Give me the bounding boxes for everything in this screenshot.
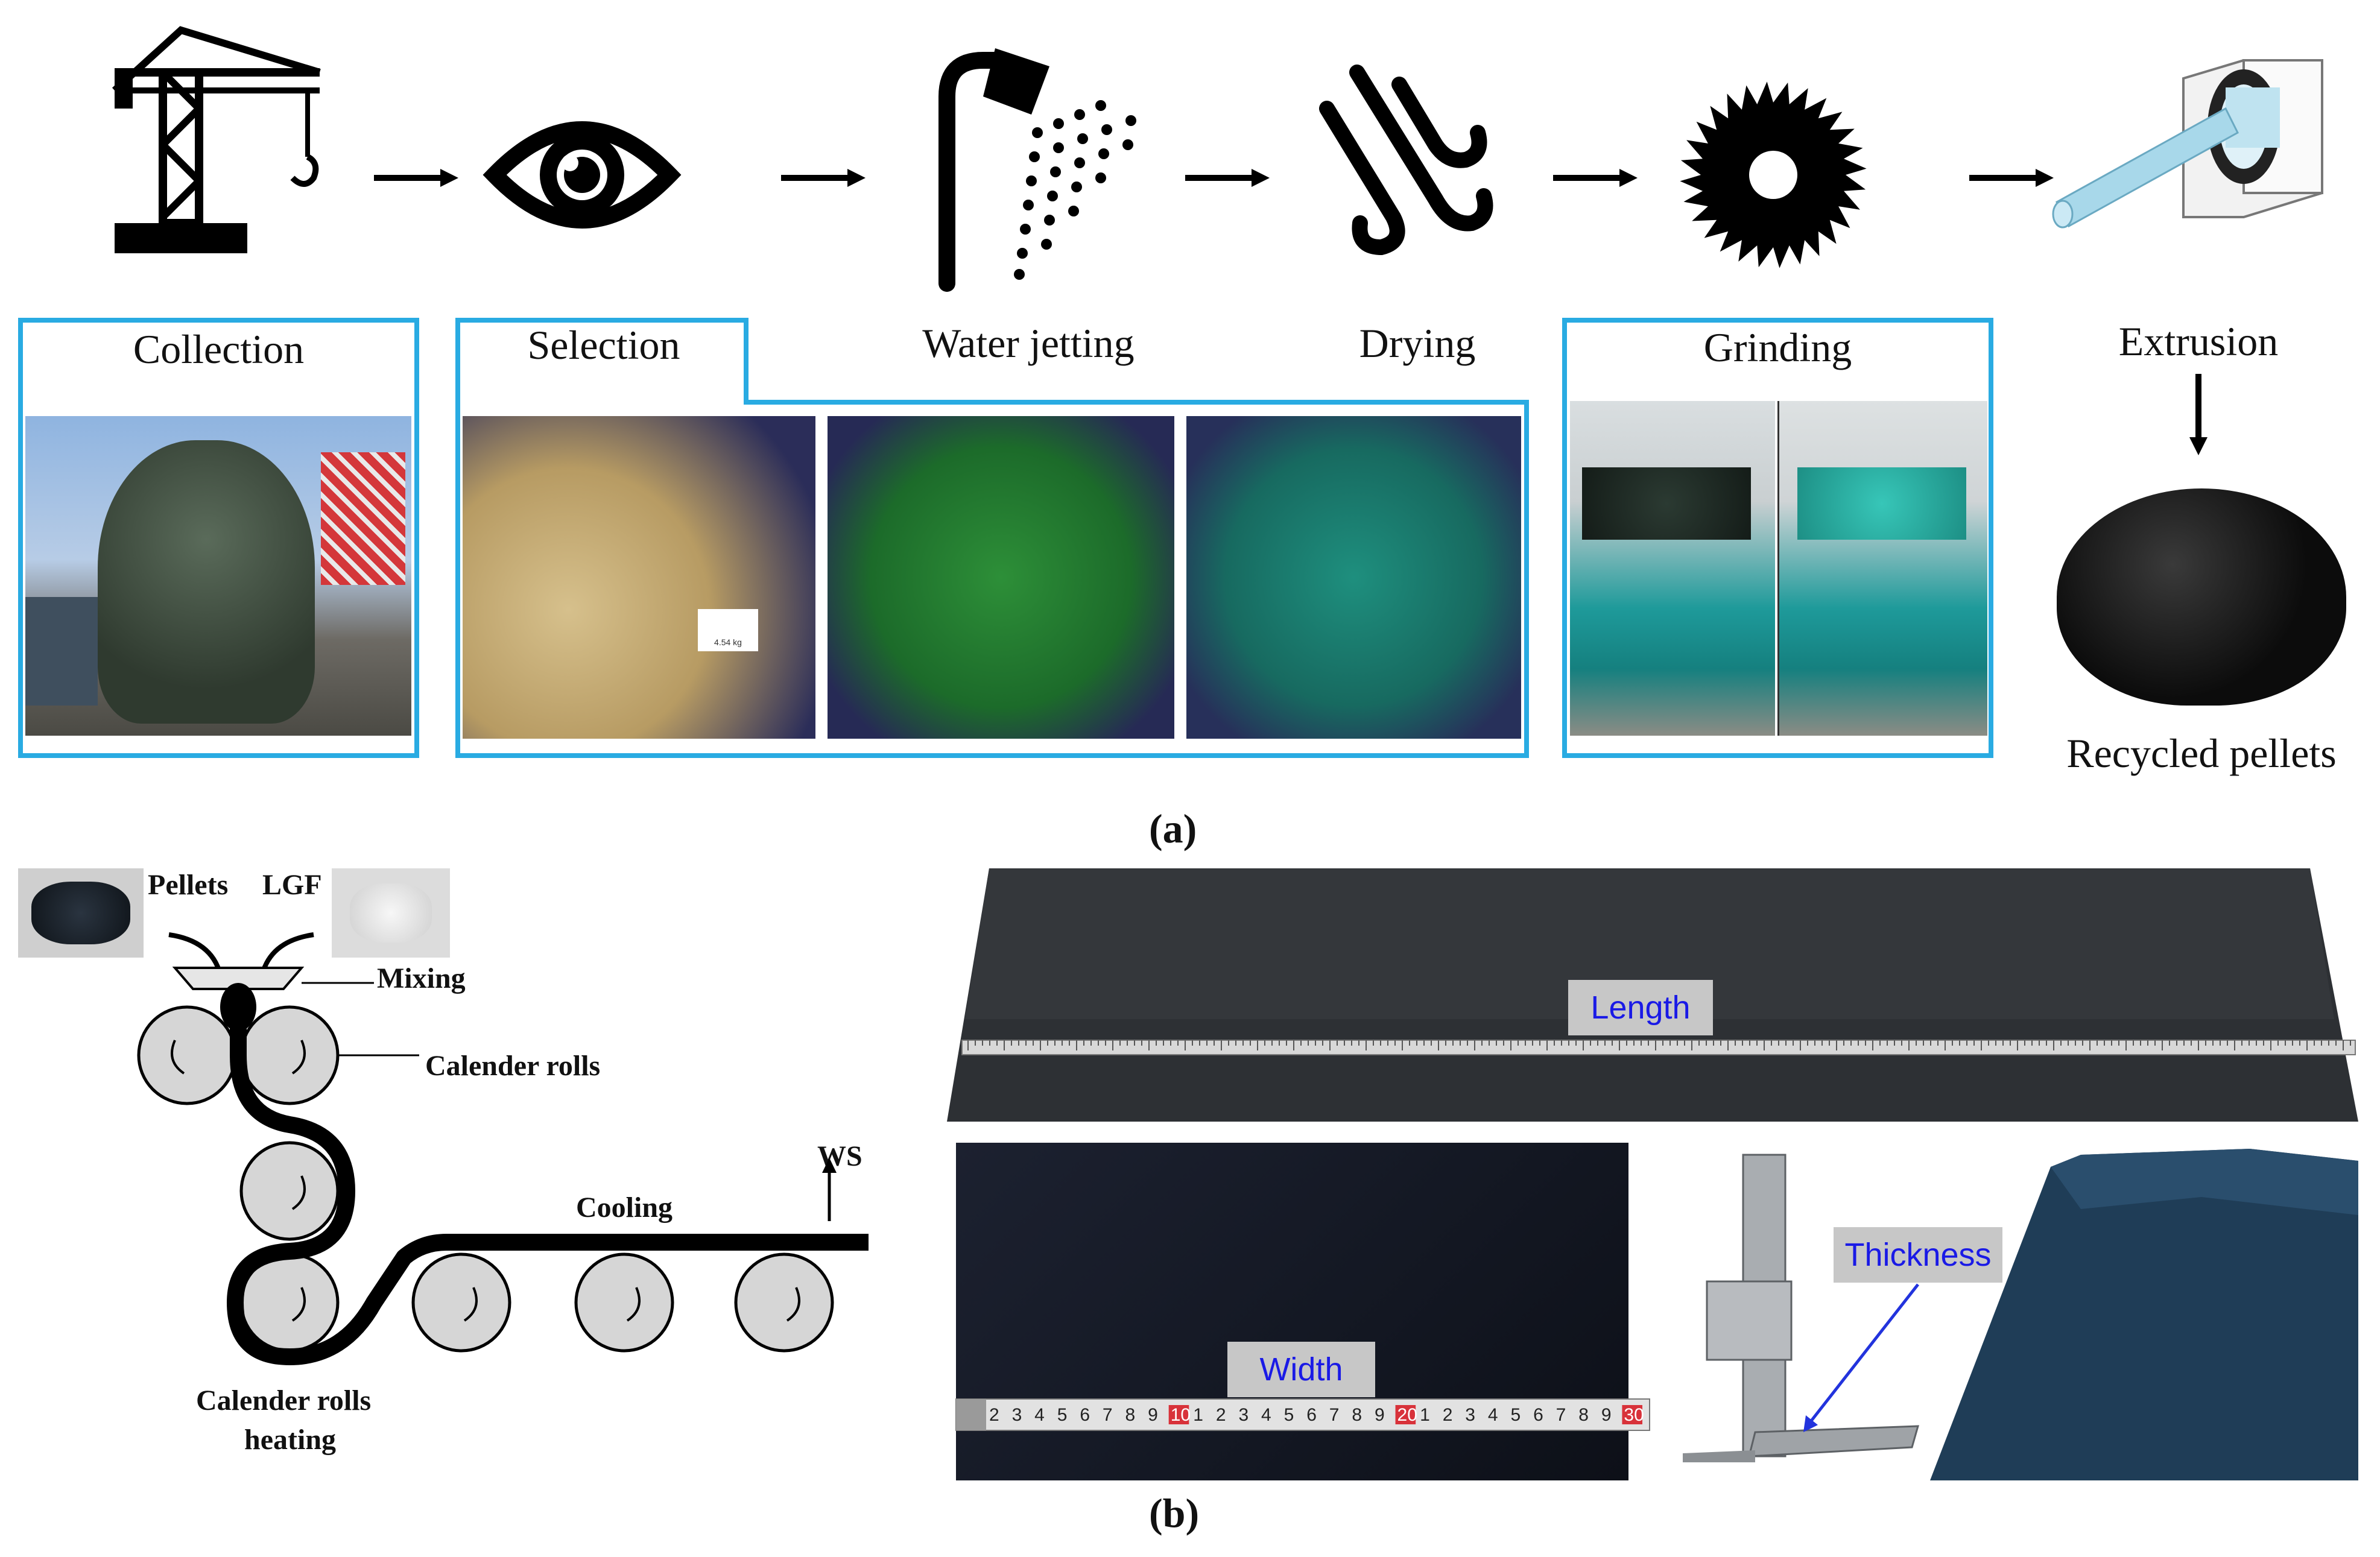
- ruler-number: 5: [1510, 1405, 1521, 1425]
- collection-box: [18, 318, 419, 758]
- ruler-number: 8: [1578, 1405, 1589, 1425]
- grinding-photo-right: [1777, 401, 1987, 736]
- water-jetting-label: Water jetting: [922, 320, 1135, 366]
- shower-icon: [938, 48, 1136, 292]
- saw-blade-icon: [1680, 81, 1867, 268]
- ws-label: WS: [817, 1140, 862, 1172]
- ruler-number: 6: [1533, 1405, 1543, 1425]
- ruler-number: 1: [1193, 1405, 1203, 1425]
- panel-b-label: (b): [1149, 1490, 1200, 1536]
- ruler-number: 7: [1103, 1405, 1113, 1425]
- selection-label: Selection: [527, 322, 680, 368]
- panel-a-label: (a): [1149, 806, 1197, 851]
- arrow-right-icon: [374, 169, 458, 187]
- selection-box: [455, 318, 1529, 758]
- ruler-number: 9: [1148, 1405, 1158, 1425]
- arrow-right-icon: [1553, 169, 1638, 187]
- ruler-number: 5: [1057, 1405, 1068, 1425]
- lgf-thumbnail: [332, 868, 450, 958]
- wind-icon: [1319, 65, 1493, 256]
- ruler-number: 7: [1556, 1405, 1566, 1425]
- ruler-number: 3: [1238, 1405, 1249, 1425]
- collection-photo: [25, 416, 411, 736]
- weight-tag: 4.54 kg: [698, 609, 758, 651]
- calender-rolls-label: Calender rolls: [425, 1050, 601, 1082]
- arrow-down-icon: [2189, 374, 2208, 455]
- collection-label: Collection: [133, 326, 305, 372]
- ruler-number: 4: [1261, 1405, 1271, 1425]
- ruler-number: 3: [1012, 1405, 1022, 1425]
- ruler-number: 6: [1306, 1405, 1317, 1425]
- ruler-number: 8: [1352, 1405, 1362, 1425]
- ruler-number: 2: [989, 1405, 999, 1425]
- extruder-icon: [2052, 59, 2323, 229]
- calender-heating-label-2: heating: [244, 1424, 337, 1456]
- ruler-number: 2: [1216, 1405, 1226, 1425]
- roller: [137, 1005, 834, 1353]
- ruler-number: 30: [1624, 1405, 1644, 1425]
- ruler-number: 20: [1397, 1405, 1417, 1425]
- length-ruler: [961, 1040, 2356, 1055]
- mixing-label: Mixing: [377, 962, 466, 994]
- grinding-box: [1562, 318, 1993, 758]
- width-tag: Width: [1227, 1342, 1375, 1397]
- ruler-number: 7: [1329, 1405, 1340, 1425]
- arrow-right-icon: [1969, 169, 2054, 187]
- thickness-tag: Thickness: [1834, 1227, 2002, 1283]
- ruler-number: 3: [1465, 1405, 1475, 1425]
- recycled-pellets-label: Recycled pellets: [2066, 730, 2337, 776]
- ruler-number: 6: [1080, 1405, 1090, 1425]
- grinding-photo-left: [1570, 401, 1775, 736]
- ruler-number: 4: [1488, 1405, 1498, 1425]
- ruler-number: 4: [1034, 1405, 1045, 1425]
- ruler-number: 10: [1171, 1405, 1191, 1425]
- extrusion-label: Extrusion: [2118, 318, 2279, 364]
- selection-photo-beige-net: 4.54 kg: [463, 416, 815, 739]
- ruler-number: 9: [1601, 1405, 1612, 1425]
- arrow-right-icon: [1185, 169, 1270, 187]
- ruler-number: 9: [1375, 1405, 1385, 1425]
- recycled-pellets-photo: [2039, 464, 2364, 736]
- selection-photo-teal-net: [1186, 416, 1521, 739]
- cooling-label: Cooling: [576, 1192, 673, 1224]
- ruler-number: 5: [1284, 1405, 1294, 1425]
- eye-icon: [483, 121, 682, 229]
- selection-photo-green-net: [828, 416, 1174, 739]
- arrow-right-icon: [781, 169, 866, 187]
- ruler-number: 2: [1443, 1405, 1453, 1425]
- pellets-thumbnail: [18, 868, 144, 958]
- length-tag: Length: [1568, 980, 1713, 1035]
- calender-heating-label-1: Calender rolls: [196, 1385, 372, 1416]
- crane-icon: [112, 26, 321, 253]
- lgf-label: LGF: [262, 869, 322, 901]
- ruler-number: 1: [1420, 1405, 1430, 1425]
- thickness-pointer: [1803, 1283, 1919, 1432]
- thickness-sheet-photo: [1659, 1143, 2358, 1480]
- ruler-number: 8: [1125, 1405, 1136, 1425]
- calender-process-diagram: [137, 932, 869, 1365]
- grinding-label: Grinding: [1703, 324, 1852, 370]
- drying-label: Drying: [1359, 320, 1476, 366]
- pellets-label: Pellets: [148, 869, 229, 901]
